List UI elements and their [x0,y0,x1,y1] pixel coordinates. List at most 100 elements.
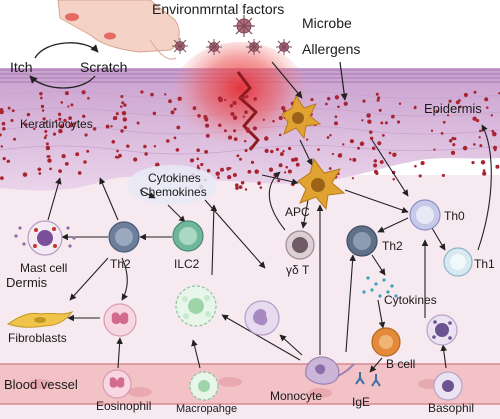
mediator-dot [92,127,97,131]
mediator-dot [334,115,338,118]
mediator-dot [482,169,486,172]
mediator-dot [58,117,62,121]
mediator-dot [239,157,242,161]
cytokines-cloud-label-2: Chemokines [140,185,207,199]
mediator-dot [317,148,320,151]
mediator-dot [120,94,124,99]
mediator-dot [140,90,144,94]
mediator-dot [63,118,67,123]
apc-icon [297,157,346,211]
mediator-dot [166,139,170,143]
eosinophil-dermis-icon [103,303,137,337]
mediator-dot [377,96,381,100]
mediator-dot [413,106,417,110]
th2-right-label: Th2 [382,239,403,253]
mediator-dot [197,113,201,118]
mediator-dot [70,103,74,107]
mediator-dot [55,119,58,123]
b-cell-icon [371,327,401,357]
mediator-dot [275,147,280,151]
mediator-dot [396,120,401,124]
mediator-dot [250,160,255,164]
mediator-dot [442,120,446,124]
mediator-dot [492,131,497,137]
mediator-dot [310,98,314,102]
mediator-dot [204,150,208,154]
mediator-dot [342,143,345,146]
mediator-dot [240,96,243,100]
mediator-dot [175,148,180,152]
monocyte-icon [305,356,355,385]
fibroblasts-label: Fibroblasts [8,331,67,345]
mediator-dot [189,158,195,163]
mediator-dot [233,129,237,133]
mediator-dot [492,145,498,150]
mediator-dot [133,157,138,162]
vessel-cells [28,377,442,398]
mediator-dot [168,99,172,104]
mediator-dot [41,109,45,112]
cytokines-cloud-label-1: Cytokines [148,171,201,185]
macrophage-dermis-icon [175,285,217,327]
mediator-dot [40,104,45,109]
itch-scratch-cycle [29,42,99,89]
mediator-dot [224,98,227,102]
mediator-dot [278,133,282,137]
mediator-dot [270,149,274,154]
th2-left-icon [108,221,140,253]
gamma-delta-t-label: γδ T [286,263,310,277]
mediator-dot [329,133,332,137]
mediator-dot [287,146,292,151]
mediator-dot [433,148,436,151]
epidermis-label: Epidermis [424,101,482,116]
mediator-dot [121,101,125,105]
fibroblast-icon [6,310,74,328]
mediator-dot [257,181,261,185]
mediator-dot [44,129,48,133]
mediator-dot [220,167,224,172]
mediator-dot [305,138,309,141]
mediator-dot [463,92,468,98]
mediator-dot [272,119,275,123]
mediator-dot [287,169,292,174]
mediator-dot [430,129,434,132]
mediator-dot [196,164,200,168]
mediator-dot [491,129,495,133]
mediator-dot [60,101,64,104]
mediator-dot [351,177,355,180]
mediator-dot [232,100,237,106]
mediator-dot [26,112,31,117]
mediator-dot [362,99,366,103]
mediator-dot [242,115,246,118]
macrophage-vessel-icon [189,371,219,401]
mediator-dot [455,100,460,105]
monocyte-label: Monocyte [270,389,323,403]
mediator-dot [2,156,6,161]
mediator-dot [1,121,6,126]
neutrophil-icon [244,300,280,336]
mediator-dot [120,105,123,108]
mediator-dot [170,110,175,115]
eosinophil-vessel-icon [102,369,132,399]
mediator-dot [45,145,51,151]
gamma-delta-t-icon [285,230,315,260]
mediator-dot [218,123,222,127]
mediator-dot [233,137,238,142]
mediator-dot [392,177,395,181]
th2-left-label: Th2 [110,257,131,271]
mediator-dot [22,172,28,177]
mediator-dot [43,121,46,125]
mediator-dot [116,149,119,153]
mediator-dot [111,139,116,144]
mediator-dot [334,95,340,100]
mediator-dot [388,151,392,155]
mediator-dot [64,91,69,96]
mediator-dot [486,106,489,109]
mediator-dot [115,112,119,116]
mediator-dot [479,144,483,148]
environmental-factors-label: Environmrntal factors [152,1,285,17]
cytokines-label: Cytokines [384,293,437,307]
mediator-dot [0,145,4,148]
keratinocytes-label: Keratinocytes [20,117,93,131]
